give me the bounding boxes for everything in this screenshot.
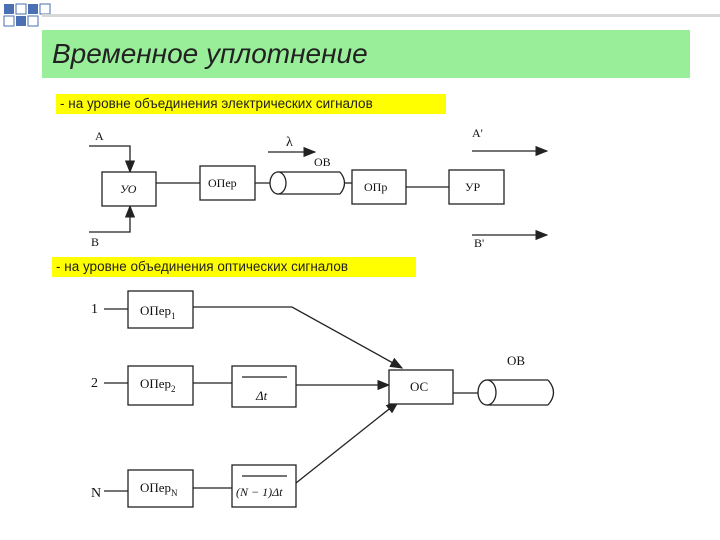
demultiplexer-label: УР — [465, 180, 480, 194]
slide-title: Временное уплотнение — [52, 38, 368, 69]
lambda-label: λ — [286, 135, 293, 150]
deco-square — [15, 3, 27, 15]
decorative-header — [3, 3, 720, 27]
delay-n-block — [231, 464, 297, 508]
deco-line — [42, 14, 720, 17]
channel-label-1: 1 — [91, 302, 98, 317]
title-banner — [42, 30, 690, 78]
channel-1-to-combiner-arrow — [193, 306, 404, 369]
channel-n-to-combiner-arrow — [295, 401, 400, 484]
deco-square — [3, 15, 15, 27]
receiver-label: ОПр — [364, 180, 387, 194]
transmitter-2-subscript: 2 — [171, 384, 176, 394]
output-b-label: B' — [474, 236, 484, 250]
optical-fiber-bottom — [477, 379, 555, 406]
delay-2-block — [231, 365, 297, 408]
caption-optical: - на уровне объединения оптических сигна… — [52, 257, 416, 277]
delay-n-label: (N − 1)Δt — [236, 485, 283, 499]
transmitter-block — [199, 165, 256, 201]
combiner-label: ОС — [410, 379, 428, 394]
transmitter-1-subscript: 1 — [171, 311, 176, 321]
caption-electrical: - на уровне объединения электрических си… — [56, 94, 446, 114]
transmitter-1-label: ОПер1 — [140, 303, 176, 321]
multiplexer-block — [101, 171, 157, 207]
output-a-label: A' — [472, 126, 483, 140]
input-a-label: A — [95, 129, 104, 143]
fiber-label-top: ОВ — [314, 155, 331, 169]
demultiplexer-block — [448, 169, 505, 205]
deco-square — [28, 4, 38, 14]
channel-label-2: 2 — [91, 376, 98, 391]
input-a-line — [89, 145, 136, 174]
fiber-label-bottom: ОВ — [507, 353, 525, 368]
input-b-label: B — [91, 235, 99, 249]
delay-2-label: Δt — [255, 388, 268, 403]
optical-fiber-top — [269, 171, 346, 195]
deco-square — [4, 4, 14, 14]
transmitter-n-label: ОПерN — [140, 480, 178, 498]
deco-square — [27, 15, 39, 27]
combiner-block — [388, 369, 454, 405]
transmitter-2-block — [127, 365, 194, 406]
transmitter-1-block — [127, 290, 194, 329]
optical-multiplexing-diagram: 1 2 N ОПер1 ОПер2 ОПерN Δt (N − 1)Δt ОС — [91, 290, 555, 508]
channel-label-n: N — [91, 486, 101, 501]
electrical-multiplexing-diagram: A B A' B' λ ОВ УО ОПер ОПр УР — [89, 126, 549, 250]
transmitter-n-block — [127, 469, 194, 508]
input-b-line — [89, 204, 136, 233]
deco-square — [16, 16, 26, 26]
transmitter-n-subscript: N — [171, 488, 178, 498]
transmitter-label: ОПер — [208, 176, 237, 190]
transmitter-2-label: ОПер2 — [140, 376, 176, 394]
multiplexer-label: УО — [120, 182, 137, 196]
